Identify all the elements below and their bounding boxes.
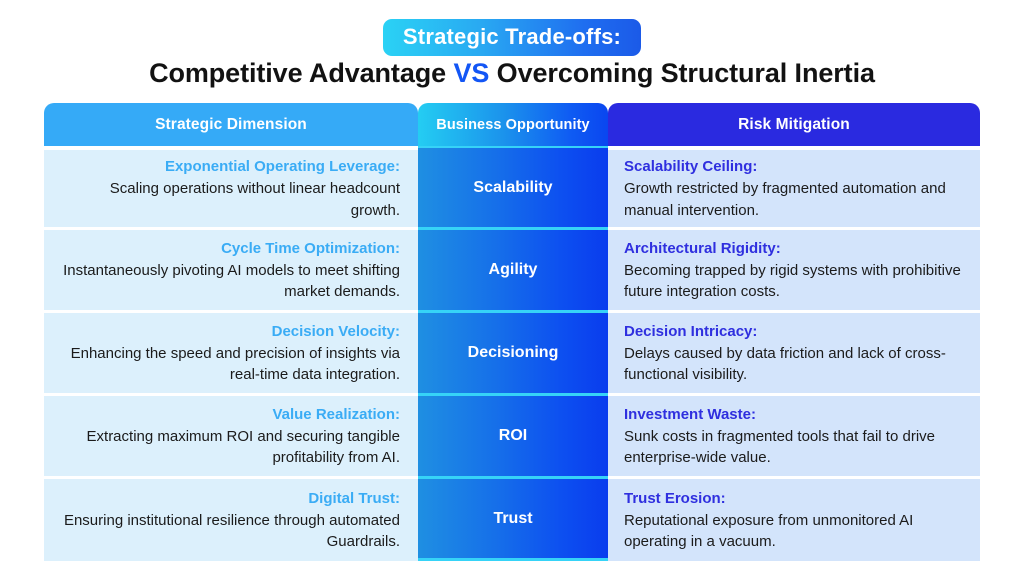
business-opportunity-cell: Decisioning <box>418 310 608 393</box>
strategic-dimension-lead: Exponential Operating Leverage: <box>164 158 400 176</box>
risk-mitigation-cell: Decision Intricacy: Delays caused by dat… <box>608 310 980 393</box>
risk-mitigation-body: Growth restricted by fragmented automati… <box>624 180 946 219</box>
table-row: Value Realization: Extracting maximum RO… <box>44 393 980 476</box>
business-opportunity-cell: Trust <box>418 476 608 561</box>
column-header-business-opportunity: Business Opportunity <box>418 103 608 146</box>
risk-mitigation-lead: Scalability Ceiling: <box>624 158 758 176</box>
table-header-row: Strategic Dimension Business Opportunity… <box>44 103 980 146</box>
table-row: Digital Trust: Ensuring institutional re… <box>44 476 980 561</box>
title-part-two: Overcoming Structural Inertia <box>489 58 875 88</box>
strategic-dimension-lead: Decision Velocity: <box>271 322 400 340</box>
risk-mitigation-cell: Trust Erosion: Reputational exposure fro… <box>608 476 980 561</box>
risk-mitigation-lead: Investment Waste: <box>624 405 756 423</box>
strategic-dimension-body: Extracting maximum ROI and securing tang… <box>86 427 400 467</box>
risk-mitigation-body: Becoming trapped by rigid systems with p… <box>624 261 961 301</box>
risk-mitigation-body: Sunk costs in fragmented tools that fail… <box>624 427 935 467</box>
comparison-table: Strategic Dimension Business Opportunity… <box>44 103 980 561</box>
strategic-dimension-cell: Value Realization: Extracting maximum RO… <box>44 393 418 476</box>
risk-mitigation-cell: Investment Waste: Sunk costs in fragment… <box>608 393 980 476</box>
risk-mitigation-lead: Decision Intricacy: <box>624 322 758 340</box>
strategic-dimension-lead: Digital Trust: <box>308 489 400 507</box>
business-opportunity-cell: Agility <box>418 227 608 310</box>
strategic-dimension-body: Scaling operations without linear headco… <box>109 180 400 219</box>
column-header-risk-mitigation: Risk Mitigation <box>608 103 980 146</box>
risk-mitigation-body: Reputational exposure from unmonitored A… <box>624 511 914 551</box>
risk-mitigation-body: Delays caused by data friction and lack … <box>624 344 946 384</box>
strategic-dimension-cell: Exponential Operating Leverage: Scaling … <box>44 146 418 227</box>
risk-mitigation-lead: Architectural Rigidity: <box>624 239 781 257</box>
table-row: Decision Velocity: Enhancing the speed a… <box>44 310 980 393</box>
strategic-dimension-lead: Value Realization: <box>272 405 400 423</box>
business-opportunity-cell: ROI <box>418 393 608 476</box>
strategic-dimension-body: Instantaneously pivoting AI models to me… <box>63 261 400 301</box>
badge-container: Strategic Trade-offs: <box>0 19 1024 57</box>
column-header-strategic-dimension: Strategic Dimension <box>44 103 418 146</box>
strategic-dimension-body: Enhancing the speed and precision of ins… <box>70 344 400 384</box>
strategic-dimension-cell: Digital Trust: Ensuring institutional re… <box>44 476 418 561</box>
strategic-dimension-cell: Decision Velocity: Enhancing the speed a… <box>44 310 418 393</box>
strategic-dimension-cell: Cycle Time Optimization: Instantaneously… <box>44 227 418 310</box>
risk-mitigation-cell: Architectural Rigidity: Becoming trapped… <box>608 227 980 310</box>
title-vs: VS <box>453 58 490 88</box>
strategic-dimension-body: Ensuring institutional resilience throug… <box>63 511 400 551</box>
business-opportunity-cell: Scalability <box>418 146 608 227</box>
title-part-one: Competitive Advantage <box>149 58 454 88</box>
strategic-dimension-lead: Cycle Time Optimization: <box>221 239 400 257</box>
page-title: Competitive Advantage VS Overcoming Stru… <box>0 58 1024 89</box>
table-row: Cycle Time Optimization: Instantaneously… <box>44 227 980 310</box>
table-body: Exponential Operating Leverage: Scaling … <box>44 146 980 561</box>
risk-mitigation-lead: Trust Erosion: <box>624 489 726 507</box>
table-row: Exponential Operating Leverage: Scaling … <box>44 146 980 227</box>
strategic-tradeoffs-badge: Strategic Trade-offs: <box>382 19 642 57</box>
risk-mitigation-cell: Scalability Ceiling: Growth restricted b… <box>608 146 980 227</box>
